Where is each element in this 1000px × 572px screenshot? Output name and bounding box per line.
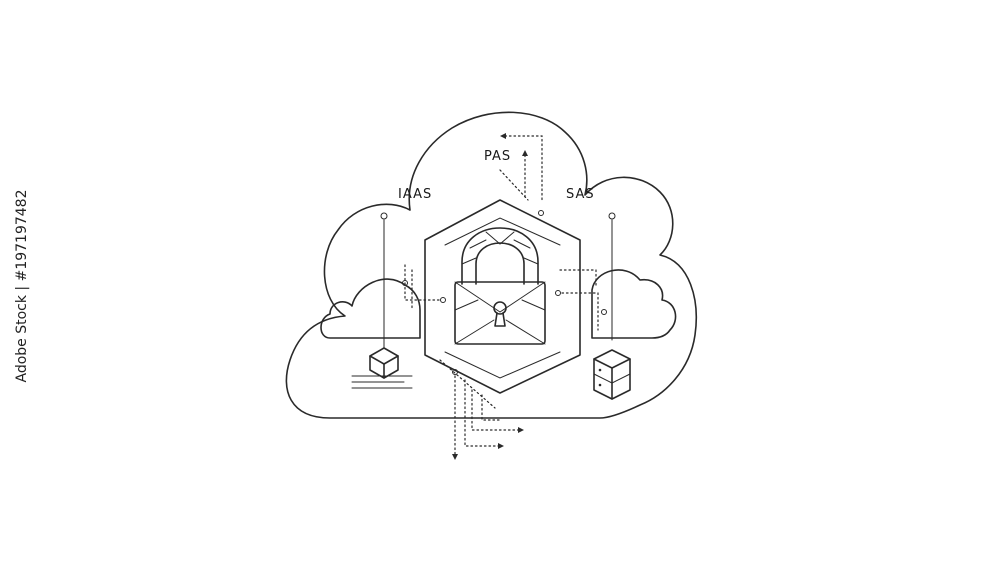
hexagon-inner-top xyxy=(444,217,561,246)
cloud-icon-right xyxy=(591,269,677,339)
text-lines-icon xyxy=(351,375,413,389)
box-icon xyxy=(369,347,399,379)
dotted-line-bottom-3 xyxy=(471,389,521,431)
keyhole-icon xyxy=(493,301,507,315)
server-icon xyxy=(593,349,631,400)
dotted-line-diag xyxy=(499,169,529,201)
hexagon-inner-bottom xyxy=(444,351,561,379)
dotted-line-right xyxy=(561,292,599,331)
label-iaas: IAAS xyxy=(398,187,432,202)
stock-id-strip: Adobe Stock | #197197482 xyxy=(0,0,40,572)
cloud-outline-large xyxy=(285,111,698,419)
label-pas: PAS xyxy=(484,149,511,164)
dotted-line-left xyxy=(404,264,441,301)
dotted-line-bottom-2 xyxy=(464,379,501,447)
cloud-icon-left xyxy=(320,278,421,339)
padlock-icon xyxy=(454,227,546,345)
stock-id-label: Adobe Stock | #197197482 xyxy=(14,189,30,383)
label-sas: SAS xyxy=(566,187,595,202)
dotted-line-top-right xyxy=(504,135,543,201)
hexagon-frame xyxy=(424,199,581,394)
